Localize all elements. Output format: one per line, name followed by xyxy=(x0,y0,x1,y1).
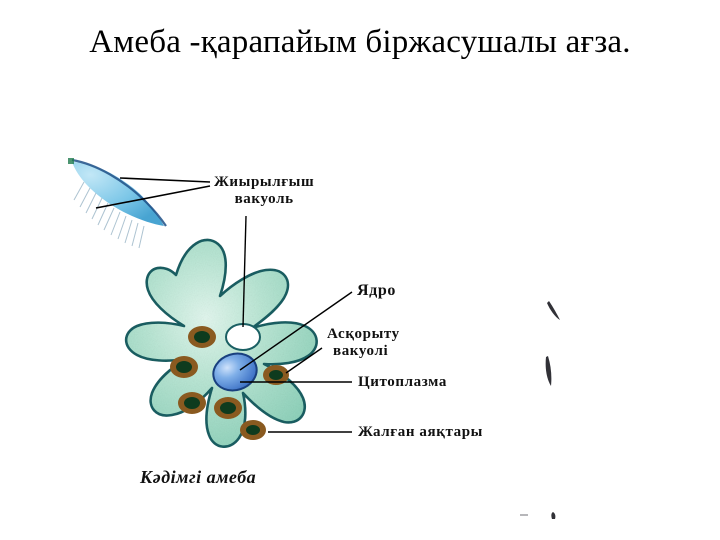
amoeba-figure: Жиырылғыш вакуоль Ядро Асқорыту вакуолі … xyxy=(0,130,720,530)
leader-lines xyxy=(95,177,353,433)
contractile-vacuole xyxy=(225,323,261,351)
leader-contractile-bottom xyxy=(95,185,211,209)
leader-contractile-drop xyxy=(242,215,247,328)
page-title: Амеба -қарапайым біржасушалы ағза. xyxy=(89,24,631,60)
leader-nucleus xyxy=(239,291,353,371)
label-contractile-vacuole-line2: вакуоль xyxy=(234,191,294,208)
feather-artifact xyxy=(68,158,167,249)
label-contractile-vacuole: Жиырылғыш вакуоль xyxy=(214,174,314,209)
label-pseudopods: Жалған аяқтары xyxy=(358,424,483,440)
label-contractile-vacuole-line1: Жиырылғыш xyxy=(214,174,315,190)
label-nucleus: Ядро xyxy=(357,282,396,299)
leader-digestive xyxy=(285,347,323,374)
edge-ink-artifacts xyxy=(520,301,560,519)
label-digestive-vacuole-line2: вакуолі xyxy=(333,343,389,360)
leader-contractile-top xyxy=(119,177,211,183)
food-vacuoles xyxy=(170,326,289,440)
label-digestive-vacuole: Асқорыту вакуолі xyxy=(327,326,400,361)
figure-caption: Кәдімгі амеба xyxy=(140,467,257,487)
amoeba-diagram-svg xyxy=(68,158,560,519)
label-cytoplasm: Цитоплазма xyxy=(358,374,447,390)
amoeba-body xyxy=(124,238,318,448)
organelles xyxy=(170,323,289,440)
label-digestive-vacuole-line1: Асқорыту xyxy=(327,326,400,342)
